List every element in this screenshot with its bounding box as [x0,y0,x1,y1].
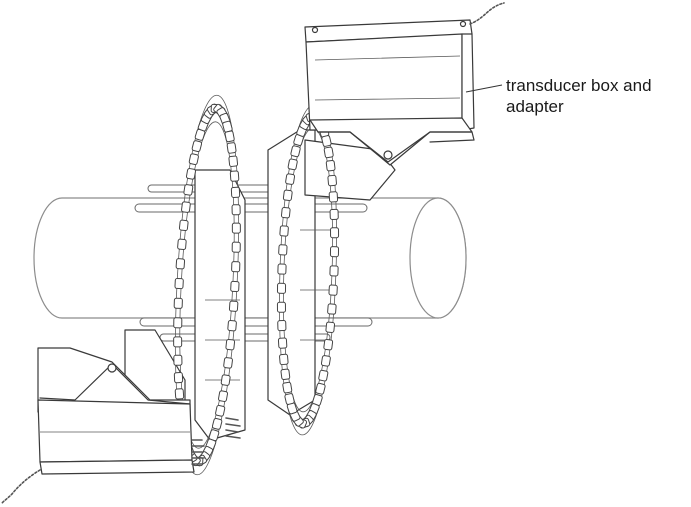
chain-link [229,170,240,182]
chain-link [185,168,196,180]
screw-icon [311,26,319,34]
chain-link [278,244,288,256]
chain-link [284,393,295,405]
chain-link [173,297,183,309]
chain-link [231,204,241,216]
chain-link [178,219,189,232]
chain-link [183,184,194,196]
chain-link [320,355,331,367]
chain-link [290,145,301,158]
chain-link [218,390,229,402]
chain-link [231,222,241,234]
chain-link [329,246,340,258]
chain-link [173,317,183,329]
chain-link [230,186,241,198]
chain-link [325,321,336,333]
chain-link [285,173,296,185]
chain-link [327,174,337,187]
chain-link [282,381,293,394]
chain-link [181,201,191,213]
bottom-transducer-box [1,347,241,504]
chain-link [231,241,241,253]
chain-link [318,369,329,382]
chain-link [280,207,291,219]
chain-link [328,284,338,296]
chain-link [282,189,293,202]
chain-link [327,303,337,315]
chain-link [279,353,289,366]
chain-link [225,338,236,351]
chain-link [230,280,240,293]
screw-icon [107,363,117,373]
chain-link [329,208,339,220]
chain-link [220,374,231,386]
top-transducer-box [304,2,505,166]
chain-link [276,282,287,294]
chain-link [227,320,237,332]
chain-link [224,130,235,143]
chain-link [329,265,339,277]
chain-link [287,158,298,171]
chain-link [315,382,326,395]
chain-link [276,301,286,313]
chain-link [174,388,185,400]
chain-link [330,227,340,239]
chain-link [174,277,184,290]
chain-link [325,159,336,172]
chain-link [175,258,186,270]
chain-link [215,404,226,417]
chain-link [279,225,289,237]
chain-link [321,135,332,147]
chain-link [231,261,241,273]
chain-link [191,140,203,153]
screw-icon [383,150,393,160]
pipe [33,197,467,319]
callout-leader-line [465,84,503,93]
chain-link [173,354,183,366]
chain-link [228,155,239,167]
chain-link [280,368,291,381]
chain-link [323,338,334,351]
left-adapter-bracket [124,169,246,441]
chain-link [177,238,187,250]
chain-link [173,372,184,384]
chain-link [211,417,223,430]
chain-link [226,142,237,154]
chain-link [188,153,199,166]
chain-link [277,320,287,332]
chain-link [277,337,288,349]
chain-link [277,263,287,275]
chain-link [173,336,183,348]
callout-label: transducer box and adapter [506,76,652,116]
chain-link [223,357,233,369]
screw-icon [459,20,467,28]
chain-link [328,191,339,203]
chain-link [323,146,334,159]
chain-link [228,300,239,312]
